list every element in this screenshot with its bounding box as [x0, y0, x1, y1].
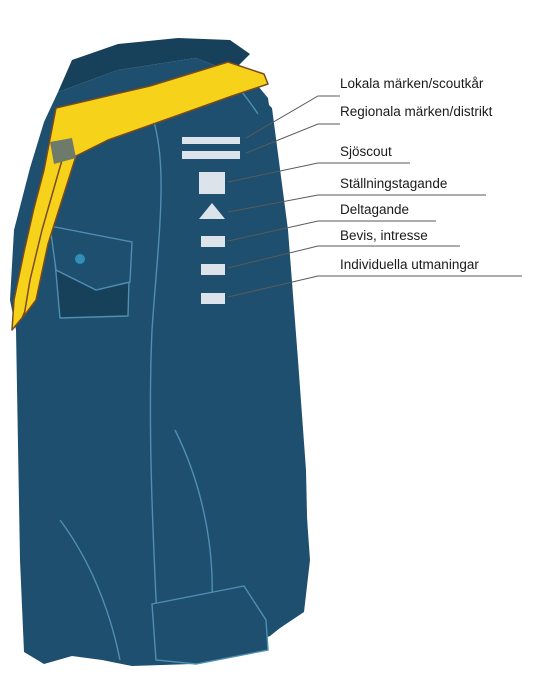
label-deltagande: Deltagande — [340, 202, 409, 217]
badge-individuella — [201, 293, 225, 304]
badge-deltagande — [201, 236, 225, 247]
badge-regionala — [182, 151, 240, 159]
label-individuella: Individuella utmaningar — [340, 257, 479, 272]
label-lokala: Lokala märken/scoutkår — [340, 76, 484, 91]
badge-bevis — [201, 264, 225, 275]
label-sjoscout: Sjöscout — [340, 144, 392, 159]
label-regionala: Regionala märken/distrikt — [340, 104, 493, 119]
badge-sjoscout — [199, 172, 225, 194]
label-stallningstagande: Ställningstagande — [340, 176, 447, 191]
label-bevis: Bevis, intresse — [340, 228, 428, 243]
badge-lokala — [182, 137, 240, 144]
pocket-button — [75, 254, 85, 264]
